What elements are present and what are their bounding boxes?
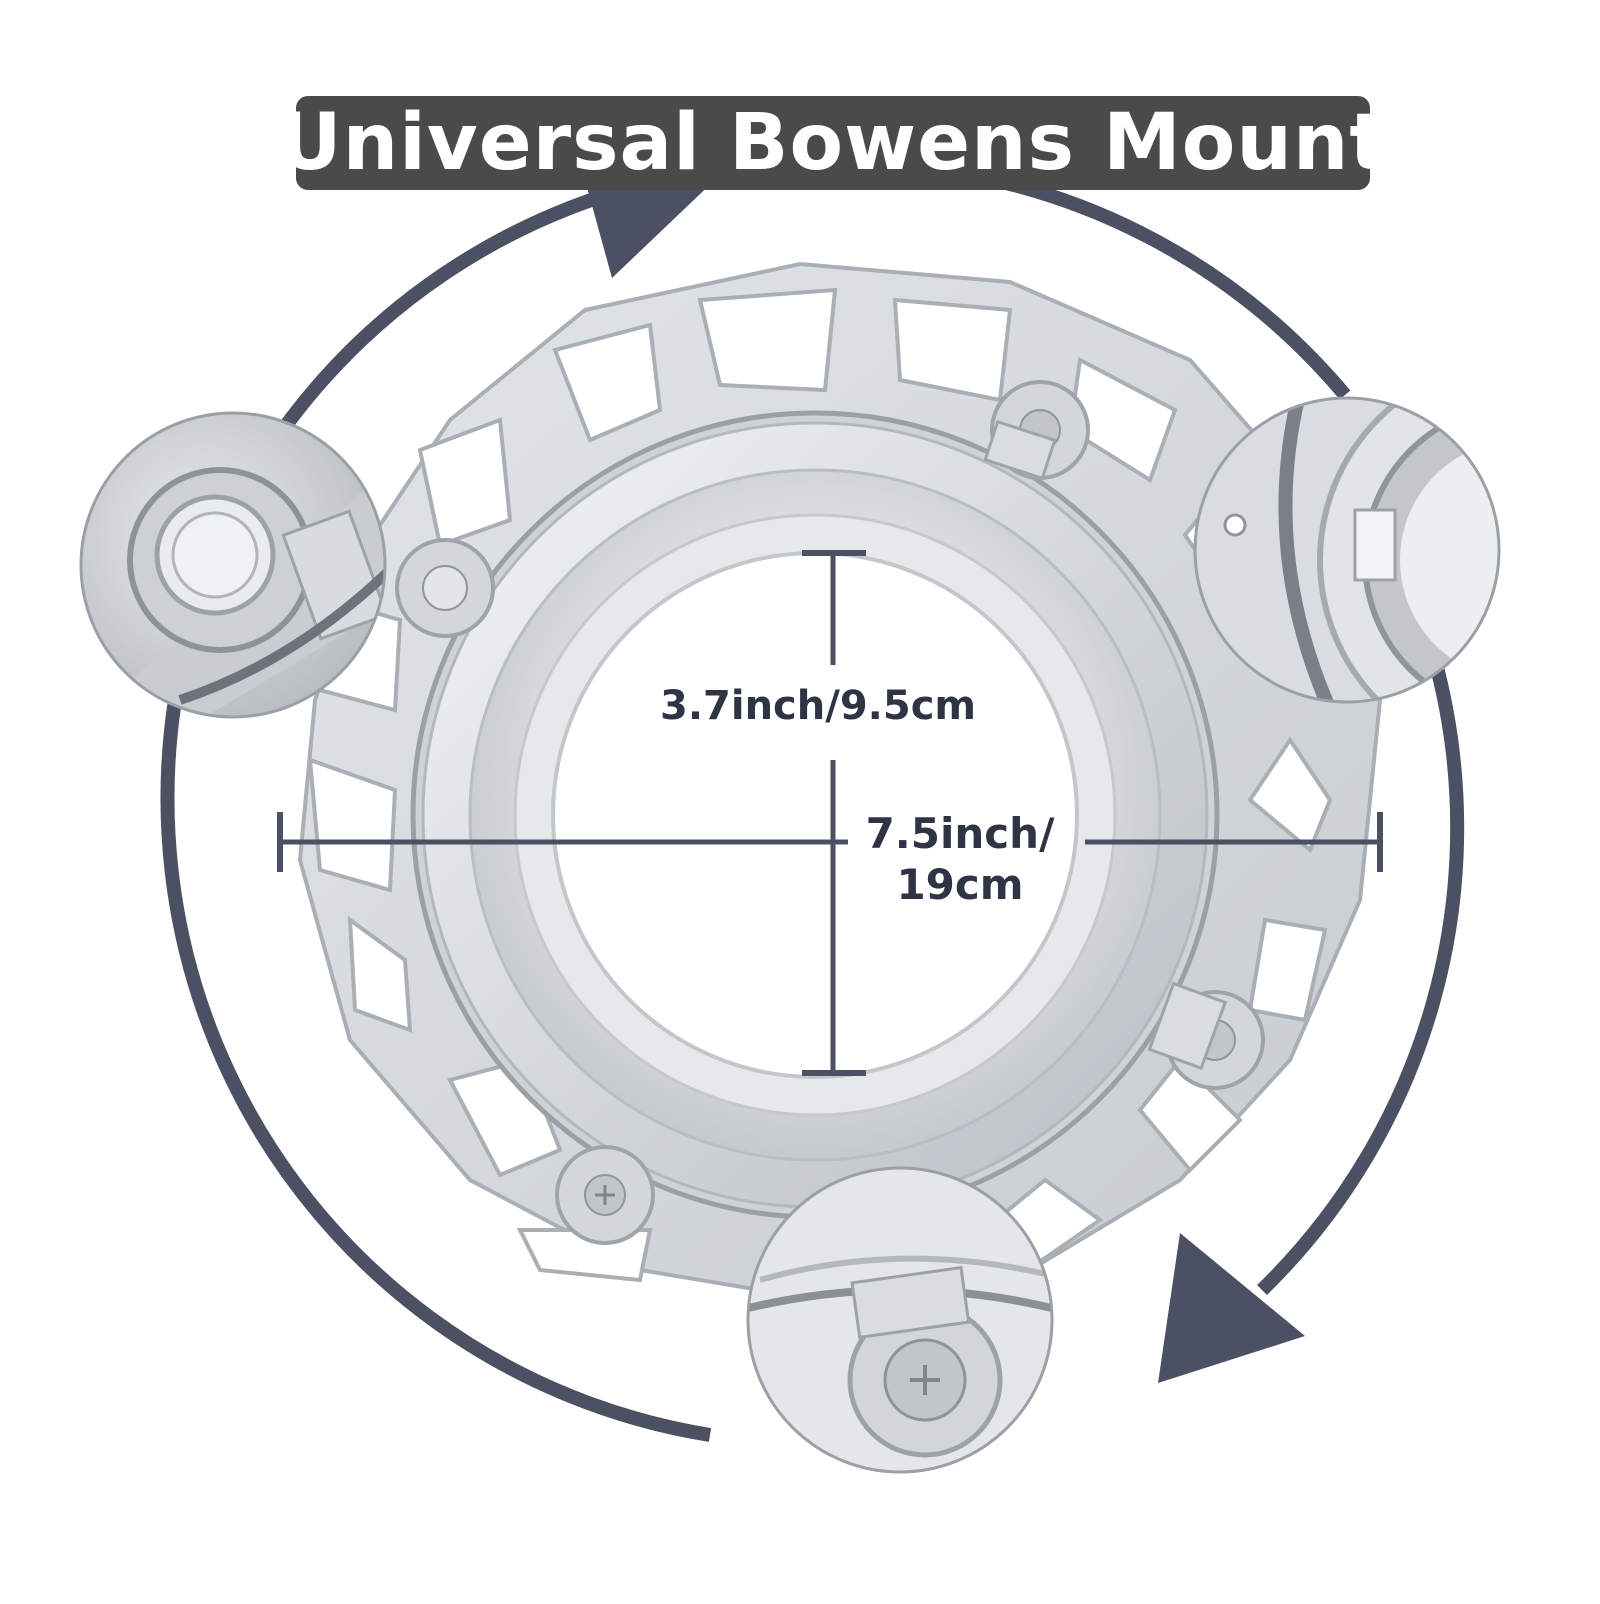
rotation-arrow-icon	[973, 169, 1465, 1383]
magnifier-detail-icon	[79, 411, 387, 719]
screw-lug	[395, 538, 495, 638]
outer-diameter-line2: 19cm	[896, 860, 1024, 910]
screw-lug	[983, 380, 1090, 481]
outer-diameter-line1: 7.5inch/	[865, 809, 1055, 858]
screw-lug	[555, 1145, 655, 1245]
title-banner: Universal Bowens Mount	[278, 96, 1387, 190]
inner-diameter-label: 3.7inch/9.5cm	[660, 683, 977, 729]
page-title: Universal Bowens Mount	[278, 98, 1388, 188]
mount-ring	[410, 410, 1220, 1220]
outer-diameter-label: 7.5inch/ 19cm	[850, 808, 1070, 910]
magnifier-detail-icon	[1193, 396, 1501, 704]
dimension-line-icon	[277, 550, 1383, 1076]
screw-lug	[1147, 981, 1265, 1090]
magnifier-detail-icon	[746, 1166, 1054, 1474]
